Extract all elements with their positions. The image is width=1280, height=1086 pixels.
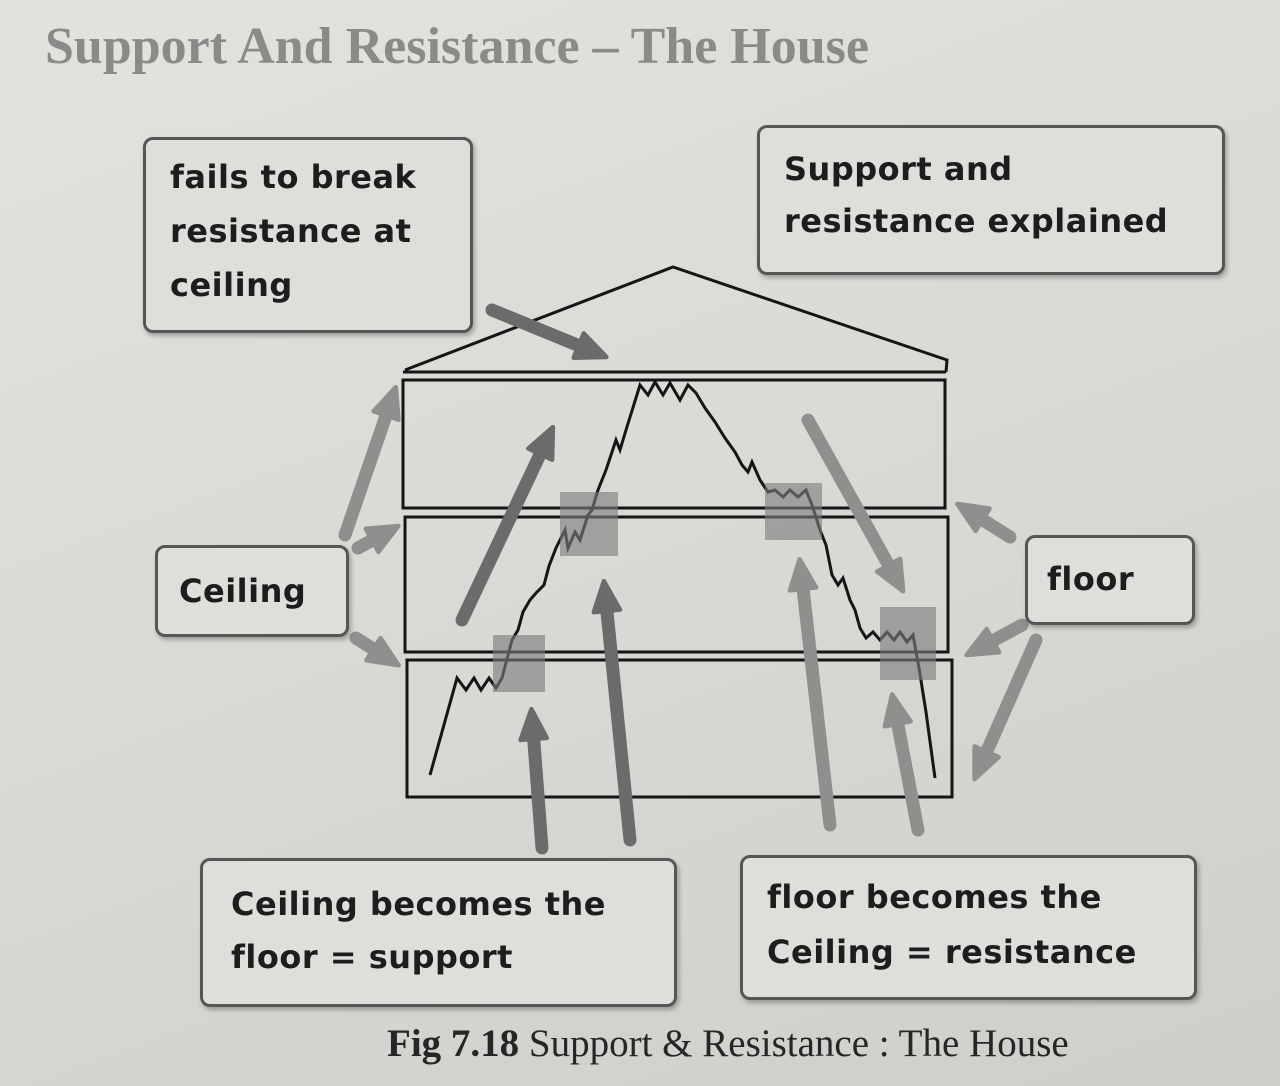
callout-line: fails to break — [170, 158, 417, 196]
callout-fails-to-break: fails to break resistance at ceiling — [143, 137, 473, 333]
bottom-floor — [405, 658, 954, 799]
roof — [404, 265, 949, 373]
arrow-ceiling-up — [338, 384, 401, 542]
arrow-uptrend — [455, 424, 556, 627]
arrow-support-1 — [518, 706, 550, 855]
shade-breakout-low — [493, 635, 545, 692]
arrow-ceiling-lower — [349, 631, 401, 668]
arrow-floor-upper — [955, 501, 1017, 544]
callout-floor: floor — [1025, 535, 1195, 625]
callout-ceiling: Ceiling — [155, 545, 349, 637]
callout-line: Ceiling = resistance — [767, 933, 1137, 971]
figure-number: Fig 7.18 — [387, 1022, 520, 1065]
arrow-downtrend — [801, 413, 906, 594]
callout-line: Ceiling becomes the — [231, 885, 606, 923]
callout-ceiling-becomes-floor: Ceiling becomes the floor = support — [200, 858, 677, 1007]
middle-floor — [403, 515, 950, 654]
arrow-floor-down — [972, 633, 1043, 782]
callout-line: Support and — [784, 150, 1013, 188]
arrow-floor-middle — [964, 618, 1029, 658]
callout-line: ceiling — [170, 266, 293, 304]
callout-line: floor = support — [231, 938, 513, 976]
shade-breakdown-mid — [765, 483, 822, 540]
arrow-resistance-2 — [882, 692, 925, 837]
callout-explained: Support and resistance explained — [757, 125, 1225, 275]
callout-line: floor becomes the — [767, 878, 1102, 916]
price-shading — [493, 483, 936, 692]
arrow-to-roof — [485, 303, 609, 361]
arrow-support-2 — [591, 578, 637, 847]
callout-line: floor — [1047, 560, 1135, 598]
arrow-ceiling-middle — [351, 523, 401, 555]
callout-line: resistance explained — [784, 202, 1169, 240]
shade-breakdown-low — [880, 607, 936, 680]
house — [401, 265, 954, 799]
callout-line: Ceiling — [179, 572, 307, 610]
arrow-resistance-1 — [787, 556, 837, 832]
shade-breakout-mid — [560, 492, 618, 556]
arrows — [338, 303, 1043, 855]
callout-floor-becomes-ceiling: floor becomes the Ceiling = resistance — [740, 855, 1197, 1000]
callout-line: resistance at — [170, 212, 412, 250]
figure-caption-text: Support & Resistance : The House — [528, 1022, 1069, 1065]
top-floor — [401, 378, 947, 510]
page-title: Support And Resistance – The House — [45, 18, 869, 75]
price-line — [428, 378, 937, 779]
